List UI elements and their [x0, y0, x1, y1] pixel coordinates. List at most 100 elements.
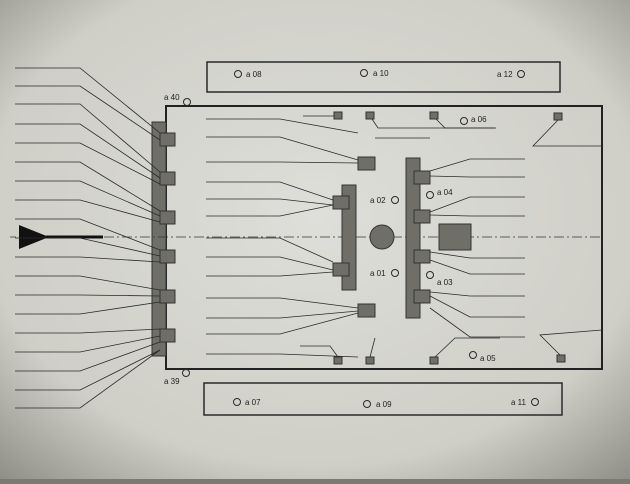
a12-marker-circle [517, 70, 525, 78]
small-sensor-square [556, 354, 566, 363]
left-strip-square [159, 171, 176, 186]
small-sensor-square [365, 356, 375, 365]
small-sensor-square [553, 112, 563, 121]
left-leader-line [15, 328, 161, 334]
inner-leader-line-right [429, 158, 525, 172]
inner-leader-line-left [206, 181, 334, 201]
top-sensor-leader [435, 118, 496, 129]
small-sensor-square [333, 356, 343, 365]
inner-center-square [357, 303, 376, 318]
small-sensor-square [333, 111, 343, 120]
inner-leader-line-left [206, 237, 334, 263]
left-strip-square [159, 289, 176, 304]
inner-leader-line-right [429, 175, 525, 178]
left-leader-line [15, 349, 161, 391]
sensor-squares [159, 111, 566, 365]
label-a01: a 01 [370, 269, 386, 278]
inner-leader-line-right [429, 295, 525, 318]
small-sensor-square [429, 356, 439, 365]
small-sensor-square [365, 111, 375, 120]
left-strip-square [159, 249, 176, 264]
inner-right-square [413, 170, 431, 185]
left-leader-line [15, 341, 161, 372]
left-leader-line [15, 294, 161, 297]
left-leader-line [15, 123, 161, 179]
inner-leader-line-left [206, 271, 334, 277]
a02-marker-circle [391, 196, 399, 204]
left-leader-line [15, 275, 161, 291]
inner-leader-line-right [429, 214, 525, 217]
a11-marker-circle [531, 398, 539, 406]
label-a39: a 39 [164, 377, 180, 386]
label-a40: a 40 [164, 93, 180, 102]
top-sensor-leader [532, 119, 602, 147]
left-strip-square [159, 210, 176, 225]
a06-marker-circle [460, 117, 468, 125]
label-a11: a 11 [511, 398, 527, 407]
inner-right-square [413, 209, 431, 224]
bottom-sensor-leader [539, 329, 603, 356]
a04-marker-circle [426, 191, 434, 199]
a03-marker-circle [426, 271, 434, 279]
left-strip-square [159, 132, 176, 147]
label-a10: a 10 [373, 69, 389, 78]
inner-leader-line-left [206, 353, 359, 358]
left-leader-line [15, 349, 161, 409]
small-sensor-square [429, 111, 439, 120]
left-leader-line [15, 237, 161, 257]
inner-right-square [413, 289, 431, 304]
inner-leader-line-right [429, 196, 525, 213]
inner-leader-line-left [206, 198, 334, 206]
center-square-block [438, 223, 472, 251]
label-a12: a 12 [497, 70, 513, 79]
a39-marker-circle [182, 369, 190, 377]
bottom-sensor-leader [300, 345, 339, 358]
inner-leader-line-left [206, 256, 334, 271]
label-a09: a 09 [376, 400, 392, 409]
left-leader-line [15, 85, 161, 141]
a40-marker-circle [183, 98, 191, 106]
left-leader-line [15, 142, 161, 185]
inner-leader-line-right [429, 259, 525, 275]
inner-left-square [332, 262, 350, 277]
label-a08: a 08 [246, 70, 262, 79]
center-column [369, 224, 395, 250]
left-strip-square [159, 328, 176, 343]
inner-center-square [357, 156, 376, 171]
left-leader-line [15, 180, 161, 217]
a09-marker-circle [363, 400, 371, 408]
inner-leader-line-left [206, 204, 334, 217]
a01-marker-circle [391, 269, 399, 277]
bottom-sensor-leader [369, 337, 376, 358]
inner-leader-line-left [206, 136, 359, 161]
label-a04: a 04 [437, 188, 453, 197]
left-leader-line [15, 256, 161, 263]
inner-leader-line-right [429, 307, 525, 338]
left-leader-line [15, 335, 161, 353]
label-a05: a 05 [480, 354, 496, 363]
inner-leader-line-right [429, 291, 525, 297]
label-a06: a 06 [471, 115, 487, 124]
label-a02: a 02 [370, 196, 386, 205]
inner-right-square [413, 249, 431, 264]
inner-leader-line-left [206, 312, 359, 335]
left-leader-line [15, 103, 161, 173]
bottom-sensor-leader [434, 337, 500, 358]
inner-right-bar [405, 157, 421, 319]
top-sensor-bar [206, 61, 561, 93]
inner-leader-line-left [206, 161, 359, 164]
left-leader-line [15, 301, 161, 315]
a10-marker-circle [360, 69, 368, 77]
left-leader-line [15, 161, 161, 212]
inner-leader-line-right [429, 251, 525, 259]
left-wall-strip [151, 121, 167, 357]
inner-leader-line-left [206, 297, 359, 309]
a07-marker-circle [233, 398, 241, 406]
leader-lines [15, 67, 603, 409]
inner-leader-line-left [206, 118, 359, 134]
left-leader-line [15, 199, 161, 223]
inner-left-square [332, 195, 350, 210]
a08-marker-circle [234, 70, 242, 78]
